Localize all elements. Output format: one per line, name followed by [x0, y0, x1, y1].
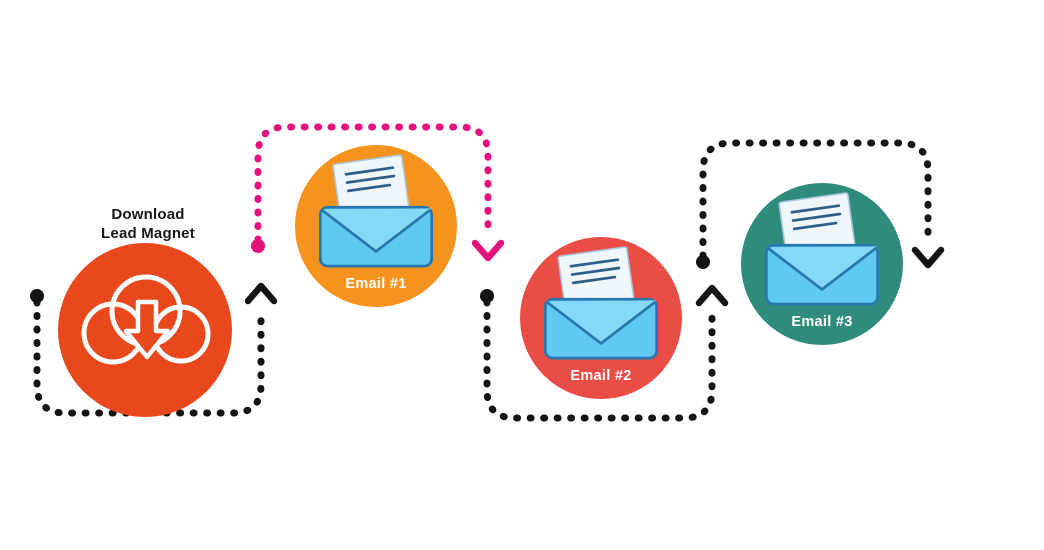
lead-magnet-label-line2: Lead Magnet — [101, 225, 195, 242]
connector-dotted-path — [483, 298, 716, 422]
download-arrow-icon — [123, 299, 171, 360]
node-email-2: Email #2 — [520, 237, 682, 399]
node-email-3: Email #3 — [741, 183, 903, 345]
email2-label: Email #2 — [570, 368, 631, 384]
connector-dotted-path — [699, 139, 932, 260]
email3-label: Email #3 — [791, 314, 852, 330]
node-email-1: Email #1 — [295, 145, 457, 307]
email1-label: Email #1 — [345, 276, 406, 292]
connector-start-dot — [251, 239, 265, 253]
connector-start-dot — [30, 289, 44, 303]
connector-email1-highlight — [251, 123, 505, 262]
connector-start-dot — [480, 289, 494, 303]
arrow-up-icon — [244, 282, 278, 305]
node-lead-magnet: Download Lead Magnet — [58, 206, 232, 417]
connector-lead-magnet — [30, 282, 278, 417]
lead-magnet-label-line1: Download — [111, 206, 184, 223]
arrow-down-icon — [471, 239, 505, 262]
connector-email3 — [696, 139, 945, 269]
arrow-down-icon — [911, 246, 945, 269]
arrow-up-icon — [695, 284, 729, 307]
cloud-download-icon — [81, 274, 211, 365]
connector-dotted-path — [254, 123, 492, 244]
connector-dotted-path — [33, 298, 265, 417]
connector-start-dot — [696, 255, 710, 269]
connector-email2 — [480, 284, 729, 422]
